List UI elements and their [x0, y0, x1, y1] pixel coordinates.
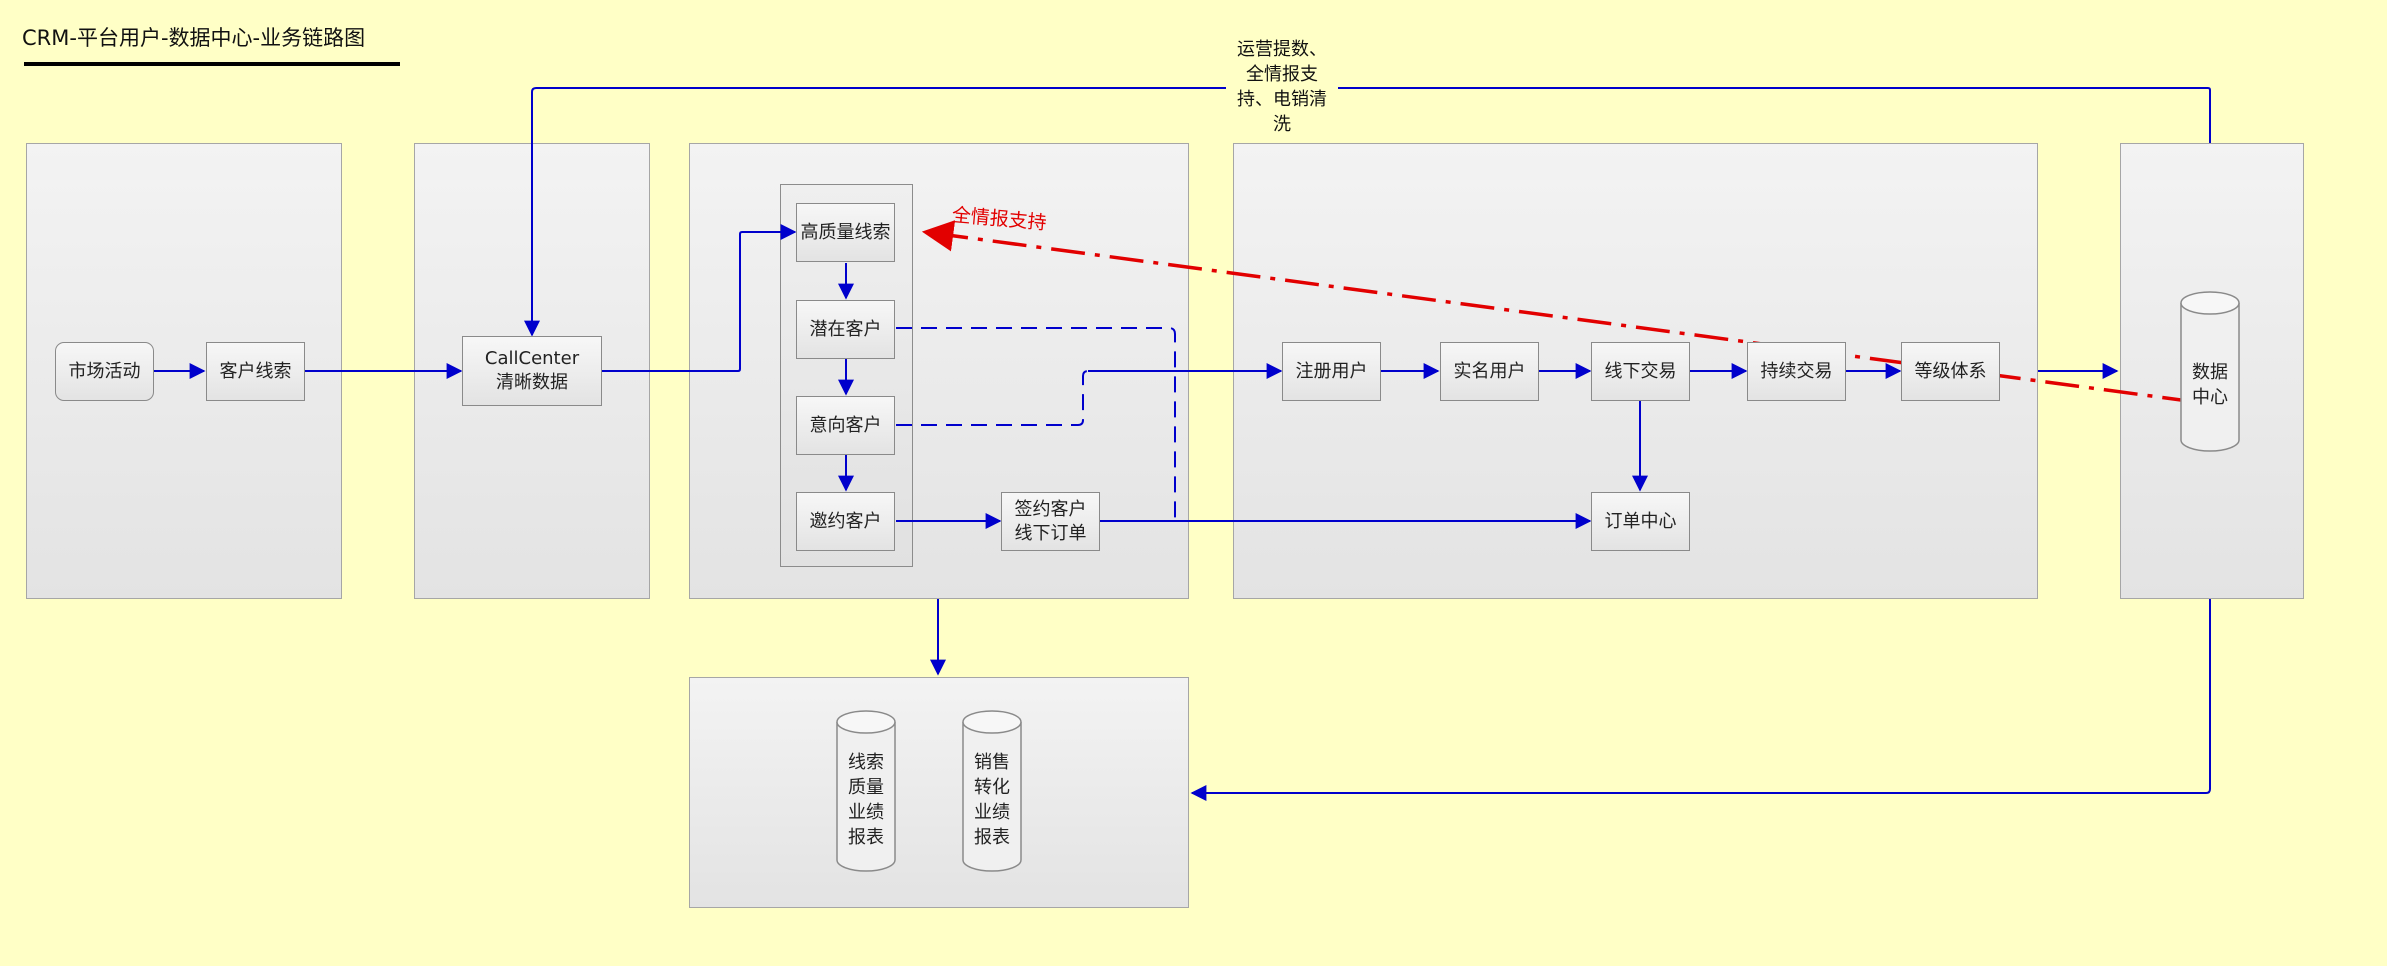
node-market-activity[interactable]: 市场活动 — [55, 342, 154, 401]
node-potential-customer[interactable]: 潜在客户 — [796, 300, 895, 359]
diagram-title: CRM-平台用户-数据中心-业务链路图 — [22, 26, 366, 50]
node-signed-customer[interactable]: 签约客户 线下订单 — [1001, 492, 1100, 551]
node-offline-trade[interactable]: 线下交易 — [1591, 342, 1690, 401]
edge-potential-dashed — [896, 327, 1176, 521]
ops-support-label: 运营提数、 全情报支 持、电销清 洗 — [1226, 37, 1338, 137]
lead-quality-report-cylinder — [836, 710, 896, 872]
sales-conversion-report-cylinder — [962, 710, 1022, 872]
edge-intent-dashed-to-registered — [896, 370, 1089, 426]
node-verified-user[interactable]: 实名用户 — [1440, 342, 1539, 401]
data-center-label: 数据 中心 — [2192, 362, 2228, 408]
node-callcenter[interactable]: CallCenter 清晰数据 — [462, 336, 602, 406]
node-high-quality-leads[interactable]: 高质量线索 — [796, 203, 895, 262]
lane-data-center — [2120, 143, 2304, 599]
edge-datacenter-intel-to-highquality — [921, 220, 2197, 404]
title-underline — [24, 62, 400, 66]
data-center-cylinder — [2180, 291, 2240, 452]
node-continued-trade[interactable]: 持续交易 — [1747, 342, 1846, 401]
lane-reports — [689, 677, 1189, 908]
node-intent-customer[interactable]: 意向客户 — [796, 396, 895, 455]
sales-conversion-report-label: 销售 转化 业绩 报表 — [974, 752, 1010, 848]
node-invited-customer[interactable]: 邀约客户 — [796, 492, 895, 551]
lead-quality-report-label: 线索 质量 业绩 报表 — [848, 752, 884, 848]
node-order-center[interactable]: 订单中心 — [1591, 492, 1690, 551]
edge-callcenter-to-highquality — [602, 224, 797, 372]
edge-datacenter-to-reports — [1190, 599, 2211, 801]
node-customer-leads[interactable]: 客户线索 — [206, 342, 305, 401]
node-level-system[interactable]: 等级体系 — [1901, 342, 2000, 401]
edge-datacenter-ops-to-callcenter — [532, 87, 2211, 335]
node-registered-user[interactable]: 注册用户 — [1282, 342, 1381, 401]
